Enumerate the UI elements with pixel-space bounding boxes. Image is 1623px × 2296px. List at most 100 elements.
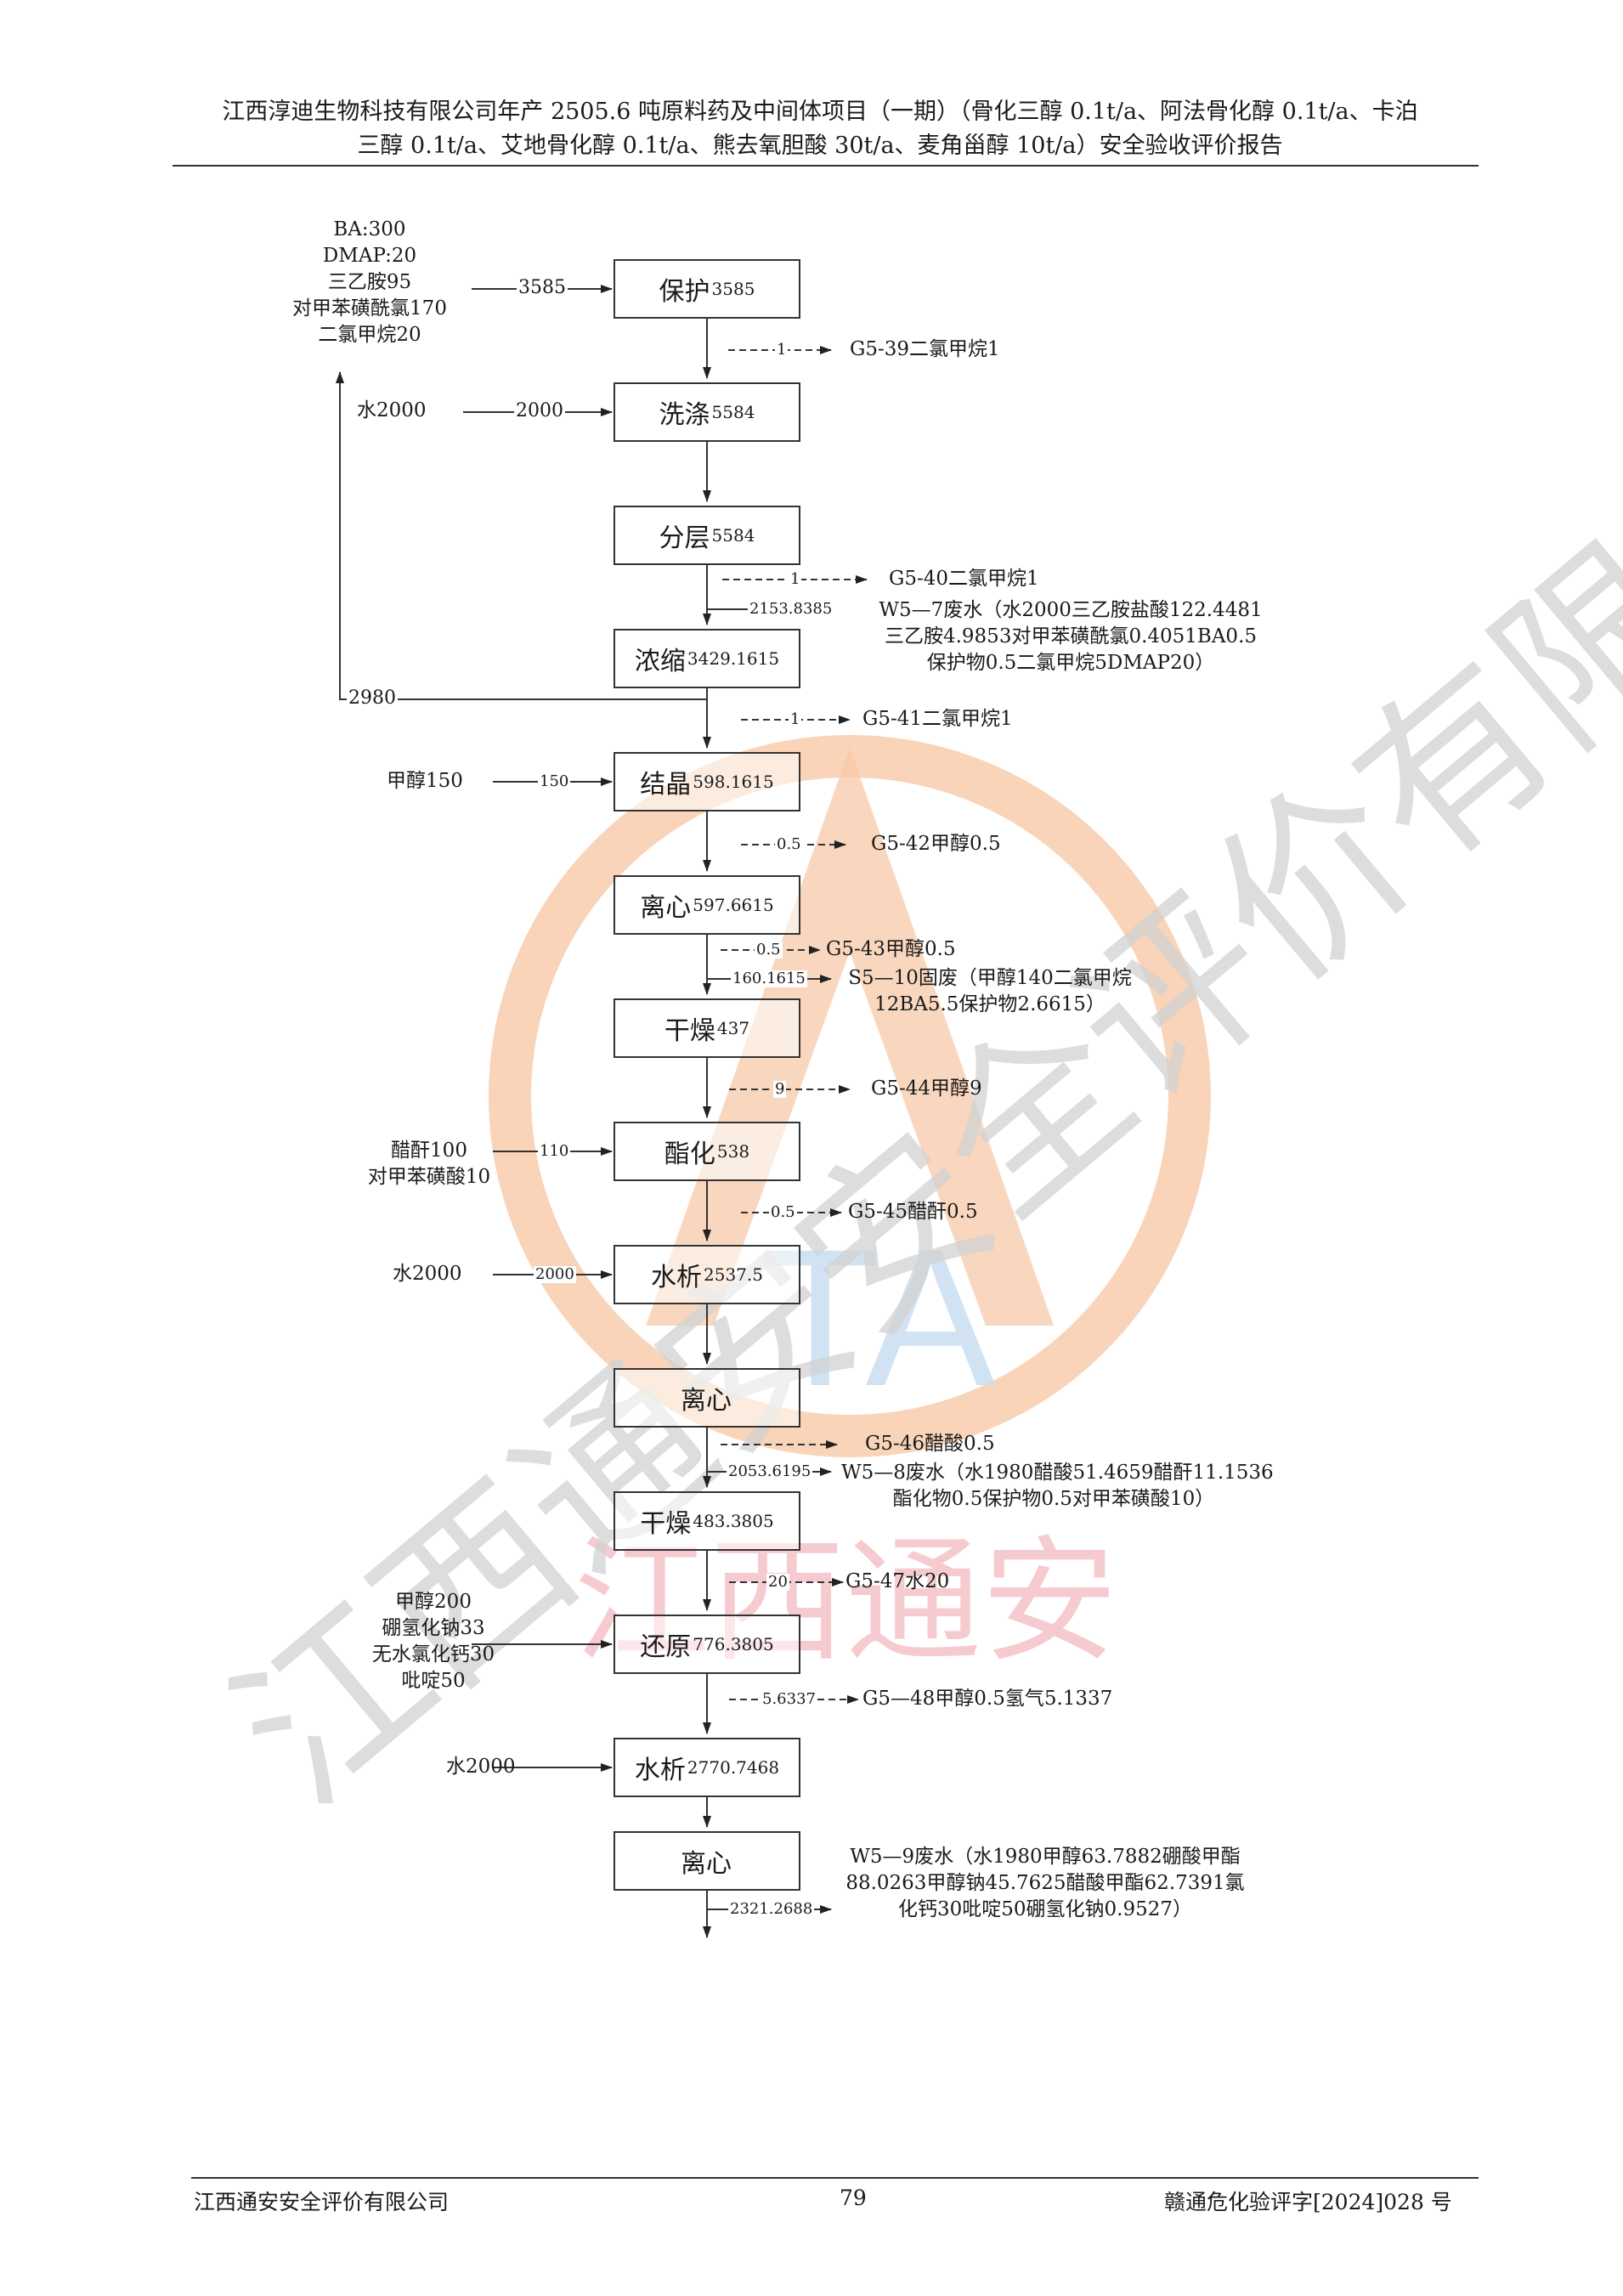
flow-label-w57: 2153.8385 — [748, 600, 834, 618]
input-reduce-materials: 甲醇200 硼氢化钠33 无水氯化钙30 吡啶50 — [357, 1589, 510, 1694]
output-line: S5—10固废（甲醇140二氯甲烷 — [848, 967, 1132, 989]
step-label: 水析 — [634, 1756, 686, 1785]
output-g547: G5-47水20 — [845, 1570, 950, 1592]
step-amount: 437 — [716, 1018, 750, 1038]
step-amount: 776.3805 — [693, 1634, 774, 1654]
footer-company: 江西通安安全评价有限公司 — [194, 2190, 450, 2214]
input-line: 硼氢化钠33 — [382, 1617, 485, 1639]
step-label: 洗涤 — [659, 400, 710, 430]
step-label: 干燥 — [640, 1509, 692, 1539]
step-label: 保护 — [659, 277, 710, 307]
output-line: 三乙胺4.9853对甲苯磺酰氯0.4051BA0.5 — [884, 625, 1258, 648]
output-line: W5—9废水（水1980甲醇63.7882硼酸甲酯 — [850, 1846, 1241, 1868]
output-line: 88.0263甲醇钠45.7625醋酸甲酯62.7391氯 — [845, 1872, 1245, 1894]
input-wash-water: 水2000 — [357, 399, 427, 421]
output-g541: G5-41二氯甲烷1 — [862, 708, 1013, 730]
report-title-line1: 江西淳迪生物科技有限公司年产 2505.6 吨原料药及中间体项目（一期）（骨化三… — [222, 99, 1418, 125]
header-divider — [172, 165, 1479, 167]
flow-label-in-hydro1: 2000 — [534, 1265, 576, 1283]
report-title-line2: 三醇 0.1t/a、艾地骨化醇 0.1t/a、熊去氧胆酸 30t/a、麦角甾醇 … — [357, 133, 1283, 159]
input-ester-materials: 醋酐100 对甲苯磺酸10 — [361, 1138, 497, 1190]
output-w57-wastewater: W5—7废水（水2000三乙胺盐酸122.4481 三乙胺4.9853对甲苯磺酰… — [850, 597, 1292, 676]
output-g545: G5-45醋酐0.5 — [848, 1201, 978, 1223]
flow-label-g543: 0.5 — [755, 941, 783, 959]
input-line: 醋酐100 — [391, 1140, 467, 1162]
flow-label-g540: 1 — [789, 570, 802, 588]
watermark-logo-a — [646, 748, 1054, 1326]
output-g544: G5-44甲醇9 — [871, 1077, 982, 1100]
step-label: 水析 — [651, 1263, 702, 1292]
output-line: 酯化物0.5保护物0.5对甲苯磺酸10） — [892, 1488, 1215, 1510]
input-hydro2-water: 水2000 — [446, 1756, 516, 1778]
step-label: 分层 — [659, 523, 710, 553]
output-line: 12BA5.5保护物2.6615） — [874, 993, 1106, 1015]
step-amount: 3429.1615 — [687, 648, 780, 669]
output-w58-wastewater: W5—8废水（水1980醋酸51.4659醋酐11.1536 酯化物0.5保护物… — [841, 1460, 1274, 1513]
step-label: 离心 — [681, 1386, 732, 1416]
input-line: 吡啶50 — [401, 1670, 466, 1692]
step-amount: 598.1615 — [693, 772, 774, 792]
input-line: 对甲苯磺酸10 — [367, 1166, 491, 1188]
output-g540: G5-40二氯甲烷1 — [889, 568, 1039, 590]
page-number: 79 — [840, 2186, 867, 2210]
output-g548: G5—48甲醇0.5氢气5.1337 — [862, 1688, 1113, 1710]
step-amount: 2770.7468 — [687, 1757, 780, 1778]
flow-label-g542: 0.5 — [775, 835, 803, 853]
output-g543: G5-43甲醇0.5 — [826, 938, 956, 960]
flow-label-g541: 1 — [789, 710, 802, 728]
flow-label-g539: 1 — [775, 341, 789, 359]
flow-label-g548: 5.6337 — [761, 1690, 817, 1708]
footer-doc-number: 赣通危化验评字[2024]028 号 — [1164, 2190, 1452, 2214]
output-w59-wastewater: W5—9废水（水1980甲醇63.7882硼酸甲酯 88.0263甲醇钠45.7… — [837, 1844, 1253, 1923]
step-amount: 3585 — [711, 279, 755, 299]
flow-label-in-protect: 3585 — [517, 277, 568, 298]
step-label: 离心 — [681, 1849, 732, 1879]
input-crystal-methanol: 甲醇150 — [387, 770, 463, 792]
step-label: 浓缩 — [634, 647, 686, 676]
step-label: 还原 — [640, 1632, 692, 1662]
flow-label-in-wash: 2000 — [514, 400, 565, 421]
input-protect-materials: BA:300 DMAP:20 三乙胺95 对甲苯磺酰氯170 二氯甲烷20 — [268, 217, 472, 348]
step-amount: 483.3805 — [693, 1511, 774, 1531]
input-line: BA:300 — [333, 218, 406, 240]
flow-label-in-crystal: 150 — [538, 772, 571, 790]
input-hydro1-water: 水2000 — [393, 1263, 462, 1285]
input-line: 三乙胺95 — [327, 271, 412, 293]
flow-label-g545: 0.5 — [769, 1203, 797, 1221]
input-line: 甲醇200 — [395, 1591, 472, 1613]
step-label: 酯化 — [664, 1140, 715, 1169]
flow-label-g544: 9 — [773, 1080, 787, 1098]
flow-label-in-ester: 110 — [538, 1142, 571, 1160]
output-g546: G5-46醋酸0.5 — [865, 1433, 995, 1455]
step-amount: 2537.5 — [704, 1264, 763, 1285]
flow-label-recycle: 2980 — [347, 687, 398, 709]
step-label: 离心 — [640, 893, 692, 923]
step-amount: 597.6615 — [693, 895, 774, 915]
output-g542: G5-42甲醇0.5 — [871, 833, 1001, 855]
flow-label-w58: 2053.6195 — [727, 1462, 813, 1480]
output-line: 保护物0.5二氯甲烷5DMAP20） — [926, 652, 1215, 674]
input-line: 无水氯化钙30 — [371, 1643, 495, 1665]
step-label: 干燥 — [664, 1016, 715, 1046]
output-line: W5—8废水（水1980醋酸51.4659醋酐11.1536 — [841, 1462, 1274, 1484]
flow-label-g547: 20 — [766, 1573, 789, 1591]
output-s510-solid-waste: S5—10固废（甲醇140二氯甲烷 12BA5.5保护物2.6615） — [837, 965, 1143, 1018]
flow-label-s510: 160.1615 — [731, 970, 807, 987]
output-line: W5—7废水（水2000三乙胺盐酸122.4481 — [879, 599, 1263, 621]
output-g539: G5-39二氯甲烷1 — [850, 338, 1000, 360]
output-line: 化钙30吡啶50硼氢化钠0.9527） — [897, 1898, 1192, 1920]
input-line: 二氯甲烷20 — [318, 324, 421, 346]
flow-label-w59: 2321.2688 — [728, 1900, 815, 1918]
